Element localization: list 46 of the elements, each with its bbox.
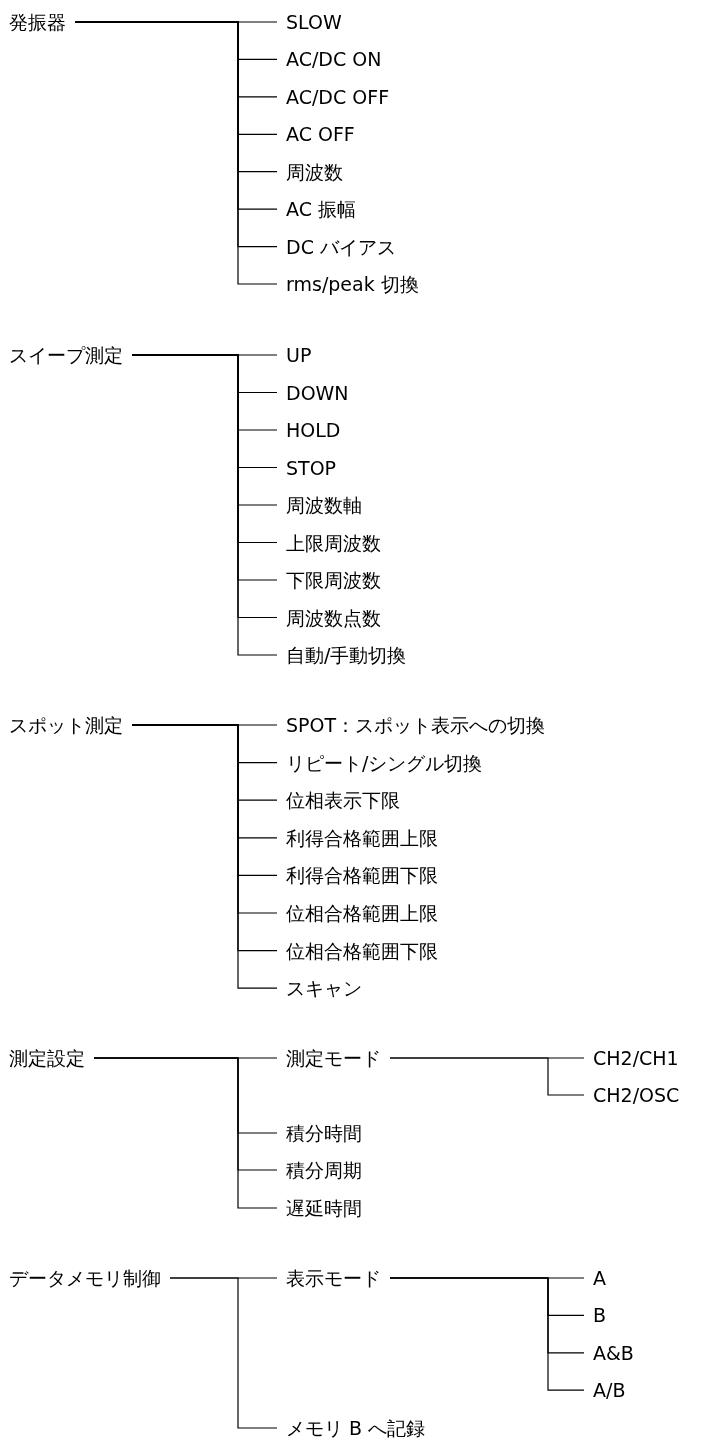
tree-label: STOP xyxy=(285,455,338,480)
tree-label: A xyxy=(592,1266,607,1290)
tree-label: スイープ測定 xyxy=(8,343,124,367)
tree-label: AC 振幅 xyxy=(285,197,357,222)
tree-connector xyxy=(169,1277,278,1429)
tree-label: AC/DC OFF xyxy=(285,84,391,109)
tree-label: 測定モード xyxy=(285,1046,382,1070)
tree-label: 積分時間 xyxy=(285,1121,363,1145)
tree-label: UP xyxy=(285,343,313,367)
tree-label: rms/peak 切換 xyxy=(285,272,420,296)
tree-label: 積分周期 xyxy=(285,1158,363,1182)
tree-label: CH2/CH1 xyxy=(592,1046,680,1070)
tree-label: 位相表示下限 xyxy=(285,788,401,813)
tree-label: 利得合格範囲上限 xyxy=(285,825,439,850)
tree-label: 遅延時間 xyxy=(285,1196,363,1220)
tree-label: SPOT：スポット表示への切換 xyxy=(285,713,547,737)
tree-label: DC バイアス xyxy=(285,234,397,259)
tree-label: メモリ B へ記録 xyxy=(285,1416,427,1440)
tree-label: 周波数点数 xyxy=(285,605,382,630)
tree-label: AC/DC ON xyxy=(285,47,383,72)
tree-label: HOLD xyxy=(285,418,342,442)
tree-label: データメモリ制御 xyxy=(8,1266,162,1290)
tree-label: 上限周波数 xyxy=(285,530,382,555)
tree-label: SLOW xyxy=(285,10,343,34)
tree-label: 周波数軸 xyxy=(285,493,363,517)
tree-label: AC OFF xyxy=(285,122,356,147)
tree-label: 位相合格範囲下限 xyxy=(285,938,439,963)
tree-label: DOWN xyxy=(285,380,350,405)
tree-label: 下限周波数 xyxy=(285,568,382,592)
tree-label: 位相合格範囲上限 xyxy=(285,901,439,925)
tree-label: A/B xyxy=(592,1378,627,1403)
tree-label: 利得合格範囲下限 xyxy=(285,863,439,888)
tree-label: 表示モード xyxy=(285,1266,382,1290)
tree-label: スポット測定 xyxy=(8,713,124,737)
tree-label: 周波数 xyxy=(285,159,344,184)
tree-label: 測定設定 xyxy=(8,1046,86,1070)
tree-label: B xyxy=(592,1303,608,1328)
tree-connector xyxy=(389,1057,585,1096)
tree-connector xyxy=(389,1277,585,1391)
tree-label: 自動/手動切換 xyxy=(285,643,408,667)
tree-label: リピート/シングル切換 xyxy=(285,750,484,775)
tree-label: 発振器 xyxy=(8,10,67,34)
tree-label: スキャン xyxy=(285,976,363,1001)
tree-label: A&B xyxy=(592,1340,635,1365)
tree-connector xyxy=(93,1057,278,1209)
tree-label: CH2/OSC xyxy=(592,1083,681,1107)
